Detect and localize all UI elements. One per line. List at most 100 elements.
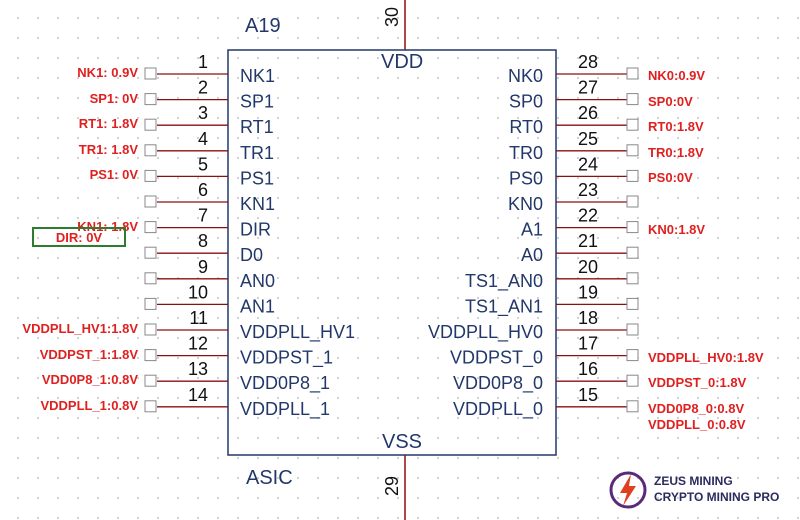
pin-name-kn1: KN1 xyxy=(240,194,275,214)
pin-name-ps0: PS0 xyxy=(509,168,543,188)
pin-number-8: 8 xyxy=(198,231,208,251)
pin-number-25: 25 xyxy=(578,129,598,149)
pin-number-1: 1 xyxy=(198,52,208,72)
dir-highlight-box: DIR: 0V xyxy=(32,227,126,247)
pin-pad-19 xyxy=(626,297,639,310)
net-label-right-15: VDD0P8_0:0.8V xyxy=(648,400,745,416)
pin-number-23: 23 xyxy=(578,180,598,200)
pin-number-24: 24 xyxy=(578,154,598,174)
pin-pad-18 xyxy=(626,323,639,336)
pin-pad-11 xyxy=(144,323,157,336)
vss-label: VSS xyxy=(382,431,422,453)
pin-pad-2 xyxy=(144,93,157,106)
pin-number-13: 13 xyxy=(188,359,208,379)
bottom-pin-number: 29 xyxy=(382,476,402,496)
pin-name-vddpll_hv0: VDDPLL_HV0 xyxy=(428,322,543,343)
pin-number-3: 3 xyxy=(198,103,208,123)
pin-pad-15 xyxy=(626,400,639,413)
logo-line-1: ZEUS MINING xyxy=(654,474,733,488)
pin-pad-16 xyxy=(626,374,639,387)
pin-number-2: 2 xyxy=(198,78,208,98)
pin-name-vddpll_hv1: VDDPLL_HV1 xyxy=(240,322,355,343)
net-label-right-17: VDDPLL_HV0:1.8V xyxy=(648,349,764,365)
net-label-left-11: VDDPLL_HV1:1.8V xyxy=(22,321,138,336)
pin-pad-8 xyxy=(144,246,157,259)
net-label-left-2: SP1: 0V xyxy=(89,90,138,106)
net-label-left-5: PS1: 0V xyxy=(89,167,138,183)
pin-name-vddpll_1: VDDPLL_1 xyxy=(240,399,330,420)
net-label-left-12: VDDPST_1:1.8V xyxy=(39,346,138,362)
pin-name-vdd0p8_1: VDD0P8_1 xyxy=(240,373,330,394)
pin-pad-17 xyxy=(626,349,639,362)
pin-pad-25 xyxy=(626,144,639,157)
pin-pad-6 xyxy=(144,195,157,208)
pin-pad-13 xyxy=(144,374,157,387)
pin-pad-20 xyxy=(626,272,639,285)
pin-number-17: 17 xyxy=(578,334,598,354)
pin-number-27: 27 xyxy=(578,78,598,98)
pin-name-a0: A0 xyxy=(521,245,543,265)
pin-number-20: 20 xyxy=(578,257,598,277)
net-label-right-24: PS0:0V xyxy=(648,170,693,186)
pin-pad-9 xyxy=(144,272,157,285)
pin-name-rt0: RT0 xyxy=(509,117,543,137)
pin-name-d0: D0 xyxy=(240,245,263,265)
net-label-right-25: TR0:1.8V xyxy=(648,144,704,160)
vdd-label: VDD xyxy=(381,51,423,73)
pin-name-sp0: SP0 xyxy=(509,92,543,112)
pin-name-nk0: NK0 xyxy=(508,66,543,86)
pin-pad-23 xyxy=(626,195,639,208)
pin-number-21: 21 xyxy=(578,231,598,251)
pin-number-14: 14 xyxy=(188,385,208,405)
pin-pad-3 xyxy=(144,118,157,131)
pin-name-rt1: RT1 xyxy=(240,117,274,137)
pin-number-6: 6 xyxy=(198,180,208,200)
pin-name-kn0: KN0 xyxy=(508,194,543,214)
lightning-logo-icon xyxy=(609,471,647,509)
pin-name-vdd0p8_0: VDD0P8_0 xyxy=(453,373,543,394)
net-label-right-vddpll0: VDDPLL_0:0.8V xyxy=(648,416,746,432)
net-label-left-7: KN1: 1.8V xyxy=(77,218,138,234)
pin-name-ts1_an1: TS1_AN1 xyxy=(465,296,543,317)
pin-number-7: 7 xyxy=(198,206,208,226)
zeus-mining-logo: ZEUS MINING CRYPTO MINING PRO xyxy=(608,468,798,514)
pin-name-vddpst_1: VDDPST_1 xyxy=(240,348,333,369)
pin-name-an0: AN0 xyxy=(240,271,275,291)
net-label-right-22: KN0:1.8V xyxy=(648,221,706,237)
pin-pad-1 xyxy=(144,67,157,80)
pin-name-ts1_an0: TS1_AN0 xyxy=(465,271,543,292)
pin-name-tr1: TR1 xyxy=(240,143,274,163)
pin-number-22: 22 xyxy=(578,206,598,226)
pin-pad-22 xyxy=(626,221,639,234)
pin-pad-4 xyxy=(144,144,157,157)
pin-number-10: 10 xyxy=(188,282,208,302)
pin-number-26: 26 xyxy=(578,103,598,123)
pin-number-9: 9 xyxy=(198,257,208,277)
logo-line-2: CRYPTO MINING PRO xyxy=(654,490,780,504)
pin-pad-24 xyxy=(626,169,639,182)
net-label-left-1: NK1: 0.9V xyxy=(77,65,138,80)
net-label-left-14: VDDPLL_1:0.8V xyxy=(40,397,138,413)
pin-name-vddpll_0: VDDPLL_0 xyxy=(453,399,543,420)
pin-number-11: 11 xyxy=(189,308,208,328)
net-label-right-27: SP0:0V xyxy=(648,93,693,109)
pin-name-dir: DIR xyxy=(240,220,271,240)
designator: A19 xyxy=(245,15,281,37)
pin-pad-12 xyxy=(144,349,157,362)
net-label-right-26: RT0:1.8V xyxy=(648,119,704,135)
pin-pad-14 xyxy=(144,400,157,413)
component-type: ASIC xyxy=(246,467,293,489)
pin-pad-27 xyxy=(626,93,639,106)
pin-number-19: 19 xyxy=(578,282,598,302)
pin-number-15: 15 xyxy=(578,385,598,405)
pin-number-18: 18 xyxy=(578,308,598,328)
top-pin-number: 30 xyxy=(382,7,402,27)
pin-name-ps1: PS1 xyxy=(240,168,274,188)
pin-number-5: 5 xyxy=(198,154,208,174)
dir-label: DIR: 0V xyxy=(55,230,103,245)
pin-pad-5 xyxy=(144,169,157,182)
pin-number-28: 28 xyxy=(578,52,598,72)
pin-number-16: 16 xyxy=(578,359,598,379)
